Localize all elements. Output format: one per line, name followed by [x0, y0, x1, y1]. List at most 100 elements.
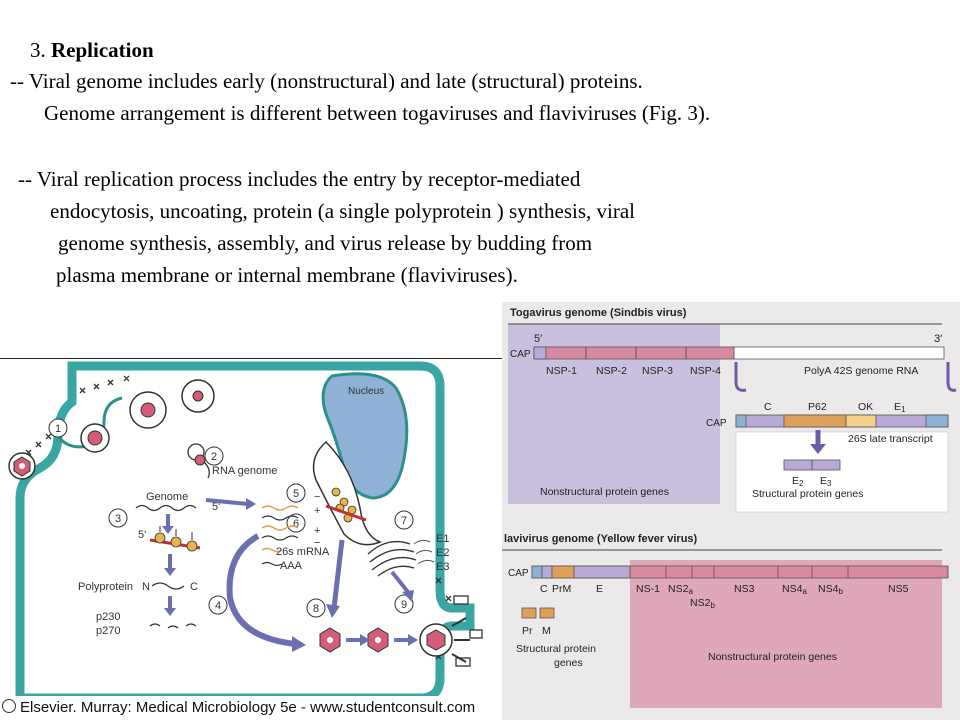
cleaved-proteins — [149, 623, 197, 629]
ns4b-label: NS4b — [818, 583, 843, 596]
plus-strand-label-1: + — [314, 505, 320, 517]
arrow-to-membrane — [390, 570, 410, 594]
mrna-label: 26s mRNA — [276, 546, 330, 558]
p62-segment — [783, 414, 847, 428]
flavi-cap: CAP — [508, 568, 529, 579]
paragraph2-line3: genome synthesis, assembly, and virus re… — [58, 231, 593, 255]
toga-cap-2: CAP — [706, 418, 727, 429]
uncoating-rna — [187, 443, 210, 479]
assembly-arrow-head — [292, 636, 306, 652]
p270-label: p270 — [96, 625, 120, 637]
arrow-to-membrane-head — [402, 590, 414, 602]
toga-structural-region — [733, 346, 945, 360]
toga-3prime: 3′ — [934, 333, 942, 345]
flavi-e-segment — [573, 565, 631, 579]
step-9-label: 9 — [401, 599, 407, 611]
copyright-icon — [2, 699, 16, 713]
ns1-label: NS-1 — [636, 583, 660, 595]
external-virion — [8, 452, 36, 480]
aaa-label: AAA — [280, 560, 303, 572]
late-transcript-label: 26S late transcript — [848, 433, 933, 445]
e2-segment — [783, 459, 813, 471]
step-6-label: 6 — [293, 518, 299, 530]
toga-nsp-bar — [533, 346, 735, 360]
flavi-structural-label-1: Structural protein — [516, 643, 596, 655]
flavi-nonstructural-box — [630, 560, 942, 708]
assembly-arrow — [226, 533, 297, 647]
toga-late-cap — [735, 414, 747, 428]
toga-cap-segment — [533, 346, 547, 360]
ns2b-label: NS2b — [690, 597, 715, 610]
flavi-c-label: C — [540, 583, 548, 595]
toga-late-tail — [925, 414, 949, 428]
ribosomes-er — [325, 487, 367, 523]
endosome-vesicles — [80, 379, 215, 453]
arrow-structural — [331, 539, 345, 609]
replication-strands — [261, 505, 299, 567]
nsp3-label: NSP-3 — [642, 365, 673, 377]
polya-hooks — [734, 362, 957, 392]
step-markers — [48, 418, 414, 618]
toga-structural-box — [735, 431, 949, 513]
nucleocapsids — [319, 627, 418, 653]
paragraph1-line1: -- Viral genome includes early (nonstruc… — [10, 69, 643, 93]
polyprotein-chain — [151, 582, 185, 590]
arrow-to-replication-head — [246, 498, 256, 510]
c-label: C — [764, 401, 772, 413]
paragraph1-line2: Genome arrangement is different between … — [44, 101, 711, 125]
flavi-e-label: E — [596, 583, 603, 595]
arrow-translate-head — [162, 526, 174, 534]
arrow-cleavage-head — [164, 608, 176, 616]
genome-arrangement-figure: Togavirus genome (Sindbis virus) 5′ 3′ C… — [502, 302, 960, 720]
processing-arrow-head — [810, 444, 826, 454]
ns2a-label: NS2a — [668, 583, 693, 596]
plus-strand-label-2: + — [314, 525, 320, 537]
flavi-cap-segment — [531, 565, 543, 579]
e3-label: E3 — [436, 561, 449, 573]
ns3-label: NS3 — [734, 583, 755, 595]
five-prime-label: 5' — [138, 529, 146, 541]
step-2-label: 2 — [211, 451, 217, 463]
ns4a-label: NS4a — [782, 583, 807, 596]
external-spikes — [453, 595, 483, 667]
paragraph2-line2: endocytosis, uncoating, protein (a singl… — [50, 199, 635, 223]
golgi-membranes — [367, 540, 417, 577]
glycoprotein-strands — [413, 539, 435, 565]
ok-label: OK — [858, 401, 873, 413]
paragraph2-line1: -- Viral replication process includes th… — [18, 167, 581, 191]
step-3-label: 3 — [115, 513, 121, 525]
ns5-label: NS5 — [888, 583, 909, 595]
pr-segment — [521, 607, 537, 619]
arrow-polyprotein-head — [164, 568, 176, 576]
genome-diagram: Togavirus genome (Sindbis virus) 5′ 3′ C… — [502, 307, 957, 708]
five-prime-label-b: 5' — [212, 501, 220, 513]
toga-nonstructural-label: Nonstructural protein genes — [540, 486, 669, 498]
p230-label: p230 — [96, 611, 120, 623]
flavi-c-segment — [541, 565, 553, 579]
e1-label: E1 — [894, 401, 906, 414]
flavi-dividers — [665, 566, 949, 578]
flavi-nonstructural-label: Nonstructural protein genes — [708, 651, 837, 663]
m-segment — [539, 607, 555, 619]
step-4-label: 4 — [215, 600, 221, 612]
step-8-label: 8 — [313, 603, 319, 615]
prm-label: PrM — [552, 583, 571, 595]
endoplasmic-reticulum — [312, 440, 383, 546]
e2-label: E2 — [436, 547, 449, 559]
genome-strand — [135, 504, 197, 512]
p62-label: P62 — [808, 401, 827, 413]
paragraph2-line4: plasma membrane or internal membrane (fl… — [56, 263, 518, 287]
flavi-structural-label-2: genes — [554, 657, 583, 669]
figure-caption: Elsevier. Murray: Medical Microbiology 5… — [0, 696, 512, 720]
polya-label: PolyA 42S genome RNA — [804, 365, 918, 377]
toga-structural-label: Structural protein genes — [752, 488, 863, 500]
cell-diagram: 1 2 3 4 5 6 7 8 9 RNA genome Nucleus — [0, 358, 512, 703]
ok-segment — [845, 414, 877, 428]
toga-5prime: 5′ — [534, 333, 542, 345]
minus-strand-label-2: − — [314, 537, 320, 549]
arrow-structural-head — [326, 604, 340, 618]
flavi-title: lavivirus genome (Yellow fever virus) — [504, 533, 698, 545]
heading-title: Replication — [51, 38, 154, 62]
nsp4-label: NSP-4 — [690, 365, 721, 377]
nucleus-label: Nucleus — [348, 386, 384, 397]
